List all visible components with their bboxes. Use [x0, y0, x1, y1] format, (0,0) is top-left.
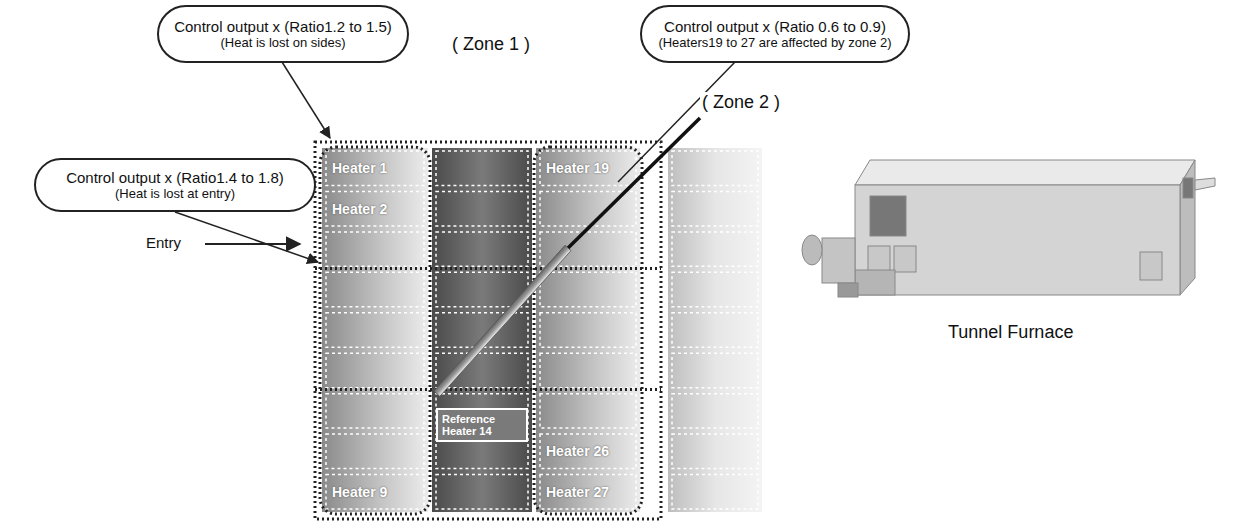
heater-label: Heater 27 [546, 484, 609, 500]
heater-box: Heater 1 [326, 151, 424, 185]
reference-heater-box: Reference Heater 14 [436, 408, 528, 442]
heater-box: Heater 9 [326, 475, 424, 509]
heater-box: Heater 2 [326, 191, 424, 225]
heater-label: Heater 1 [332, 160, 387, 176]
heater-label: Heater 19 [546, 160, 609, 176]
caption-label: Tunnel Furnace [948, 322, 1073, 343]
callout-bubble: Control output x (Ratio 0.6 to 0.9)(Heat… [640, 5, 910, 63]
heater-label: Reference Heater 14 [442, 413, 522, 437]
entry-label: Entry [146, 234, 181, 251]
callout-note: (Heaters19 to 27 are affected by zone 2) [658, 35, 891, 50]
callout-heading: Control output x (Ratio 0.6 to 0.9) [664, 18, 886, 35]
zone-label: ( Zone 1 ) [452, 34, 530, 55]
callout-note: (Heat is lost at entry) [115, 186, 235, 201]
callout-bubble: Control output x (Ratio1.2 to 1.5)(Heat … [157, 5, 409, 63]
callout-heading: Control output x (Ratio1.2 to 1.5) [174, 18, 392, 35]
heater-label: Heater 9 [332, 484, 387, 500]
heater-box: Heater 27 [540, 475, 636, 509]
heater-label: Heater 26 [546, 443, 609, 459]
callout-note: (Heat is lost on sides) [221, 35, 346, 50]
callout-heading: Control output x (Ratio1.4 to 1.8) [66, 169, 284, 186]
zone-label: ( Zone 2 ) [700, 92, 782, 113]
heater-box: Heater 19 [540, 151, 636, 185]
callout-bubble: Control output x (Ratio1.4 to 1.8)(Heat … [34, 158, 316, 212]
heater-label: Heater 2 [332, 201, 387, 217]
heater-box: Heater 26 [540, 434, 636, 468]
tunnel-furnace [802, 160, 1215, 297]
